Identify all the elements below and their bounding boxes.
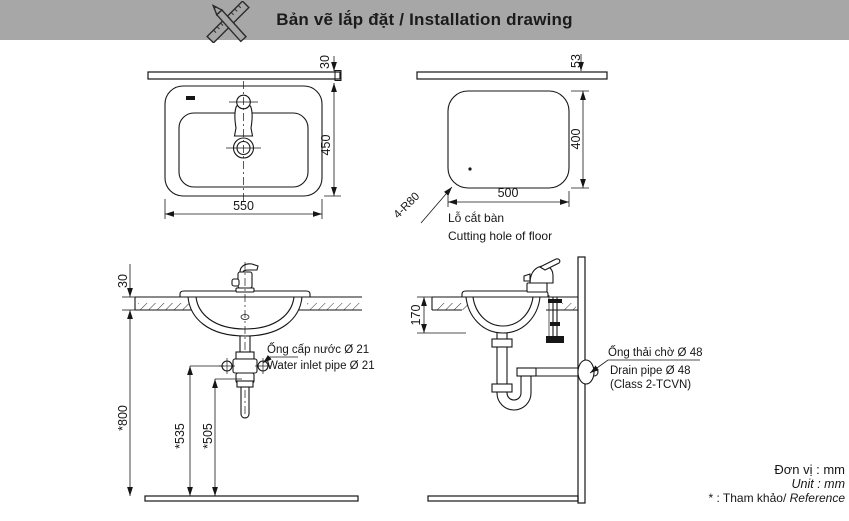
reference-note-vi: * : Tham khảo/ [708,491,790,505]
dim-30-front-label: 30 [116,274,130,288]
drain-label-class: (Class 2-TCVN) [610,379,691,391]
drain-label-vi: Ống thải chờ Ø 48 [608,345,702,359]
pencil-ruler-icon [205,0,251,48]
cutting-hole-caption-en: Cutting hole of floor [448,229,552,243]
side-view-dimensions [417,296,466,334]
floor-line-side [427,495,579,502]
drain-label-en: Drain pipe Ø 48 [610,365,691,377]
p-trap-side [491,333,599,411]
dim-500-label: 500 [498,186,519,200]
front-view-dimensions [122,264,242,496]
dim-550-label: 550 [233,199,254,213]
page-title: Bản vẽ lắp đặt / Installation drawing [276,10,573,29]
logo-mark [186,96,195,100]
dim-535-label: *535 [173,423,187,449]
dim-400-label: 400 [569,129,583,150]
cutting-hole-caption-vi: Lỗ cắt bàn [448,210,504,225]
side-view-drawing: Ống thải chờ Ø 48 Drain pipe Ø 48 (Class… [409,256,702,504]
water-inlet-label-en: Water inlet pipe Ø 21 [267,360,375,372]
unit-label-en: Unit : mm [791,477,845,491]
top-view-dimensions [164,56,341,219]
unit-label-vi: Đơn vị : mm [774,462,845,477]
dim-505-label: *505 [201,423,215,449]
water-inlet-label-vi: Ống cấp nước Ø 21 [267,342,369,356]
dim-170-label: 170 [409,305,423,326]
unit-note: Đơn vị : mm Unit : mm * : Tham khảo/ Ref… [708,462,845,506]
floor-line-front [144,495,359,502]
reference-note-en: Reference [789,491,845,505]
dim-800-label: *800 [116,405,130,431]
cutting-hole-dimensions [420,54,589,224]
header-bar: Bản vẽ lắp đặt / Installation drawing [0,0,849,44]
cutting-hole-drawing: 53 400 500 4-R80 Lỗ cắt bàn Cutting hole… [392,54,608,243]
dim-450-label: 450 [319,135,333,156]
reference-note: * : Tham khảo/ Reference [708,491,845,506]
faucet-side-view [523,258,561,293]
dim-30-top-label: 30 [318,55,332,69]
water-supply-pipe-side [546,295,564,343]
dim-corner-radius-label: 4-R80 [392,190,423,221]
top-view-drawing: 30 450 550 [147,55,342,219]
sink-bowl-side [465,296,541,334]
dim-53-label: 53 [569,54,583,68]
front-view-drawing: Ống cấp nước Ø 21 Water inlet pipe Ø 21 … [116,262,375,502]
